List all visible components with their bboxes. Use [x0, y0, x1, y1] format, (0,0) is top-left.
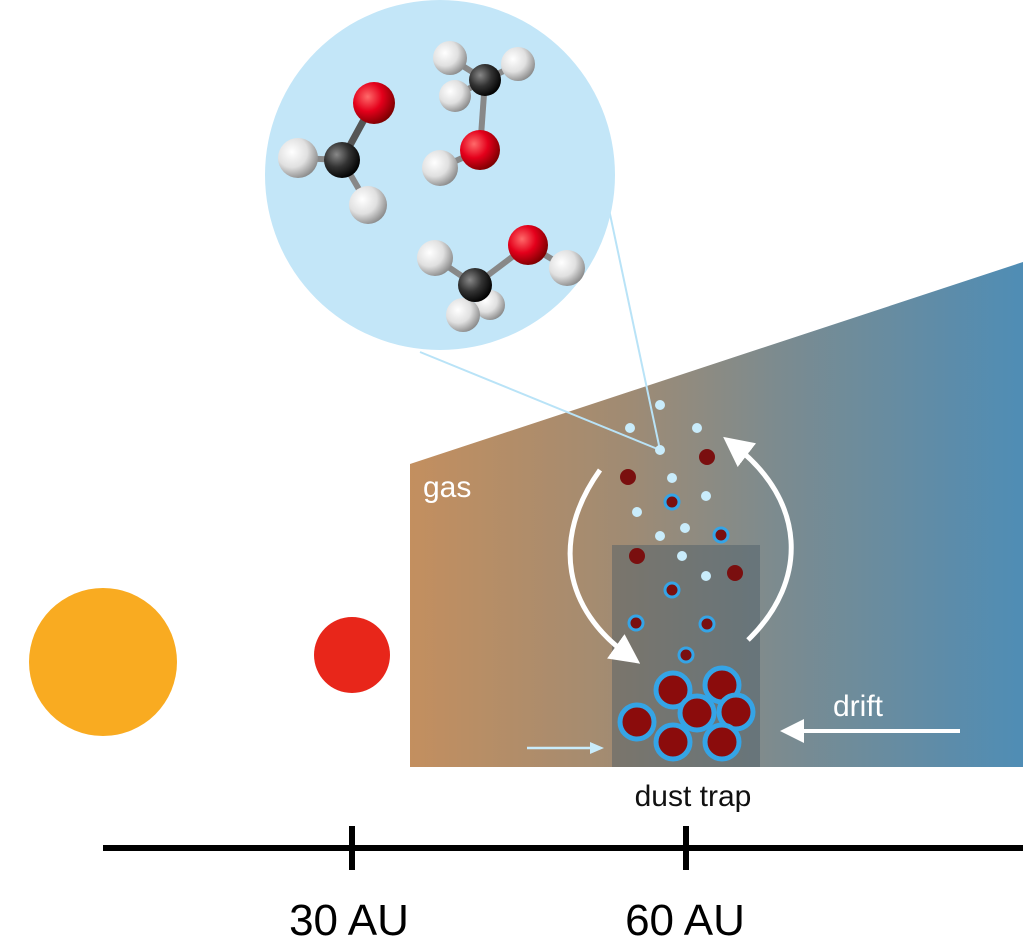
axis-tick-label-30au: 30 AU	[289, 896, 409, 941]
gas-label: gas	[423, 471, 471, 504]
zoom-line-right	[606, 199, 661, 451]
gas-disk	[410, 262, 1023, 767]
ice-coated-grains	[627, 493, 730, 664]
trapped-dust-aggregate	[617, 665, 756, 762]
planet	[314, 617, 390, 693]
methanol-molecule-lower	[417, 225, 585, 332]
inner-drift-arrow-head	[590, 742, 604, 754]
dust-grains	[620, 449, 743, 581]
methanol-molecule-upper	[422, 41, 535, 186]
zoom-line-left	[419, 351, 661, 451]
circulation-arrow-right	[723, 436, 794, 642]
star	[29, 588, 177, 736]
axis-tick-label-60au: 60 AU	[625, 896, 745, 941]
circulation-arrow-left	[567, 468, 641, 664]
formaldehyde-molecule	[278, 82, 395, 224]
dust-trap-label: dust trap	[635, 780, 752, 813]
drift-label: drift	[833, 690, 884, 723]
ice-grains	[625, 400, 711, 581]
